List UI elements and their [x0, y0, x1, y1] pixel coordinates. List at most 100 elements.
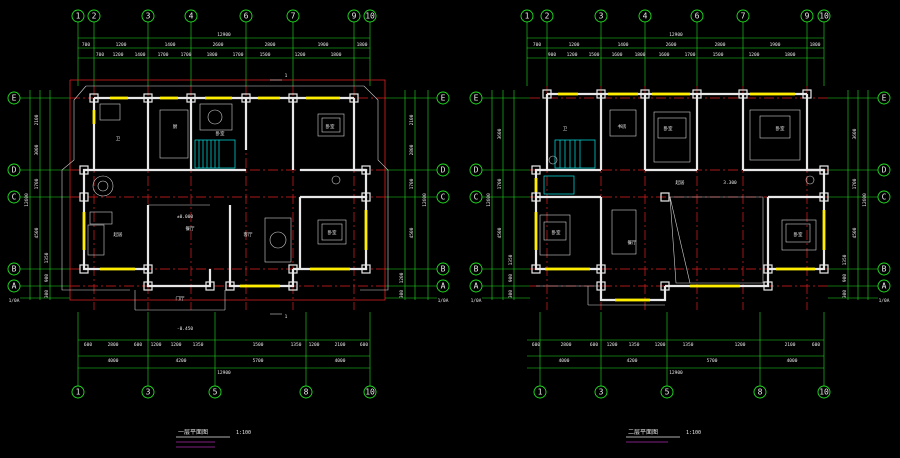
dim-label: 1200 — [569, 42, 580, 48]
room-label: 卫 — [563, 126, 568, 132]
dim-label: 4500 — [409, 227, 415, 238]
second-floor-stair — [543, 139, 596, 195]
second-floor-walls — [534, 92, 826, 306]
dim-label: 1200 — [151, 342, 162, 348]
dim-label: 900 — [508, 274, 514, 282]
first-floor-columns — [79, 93, 371, 291]
overall-width-label: 12900 — [217, 32, 231, 38]
grid-bubble: C — [12, 193, 17, 202]
dim-label: 1700 — [233, 52, 244, 58]
dim-label: 1500 — [253, 342, 264, 348]
grid-bubble: 10 — [819, 388, 829, 397]
room-label: 卧室 — [216, 130, 225, 137]
room-label: 卧室 — [328, 229, 337, 236]
grid-bubble: 2 — [92, 12, 97, 21]
second-floor-bottom-grid: 1 3 5 8 10 — [533, 385, 831, 399]
dim-label: 2100 — [335, 342, 346, 348]
dim-label: 1500 — [589, 52, 600, 58]
first-floor-roof-outline — [61, 79, 389, 301]
grid-bubble: 6 — [244, 12, 249, 21]
room-label: 厨 — [173, 124, 178, 130]
dim-label: 900 — [44, 274, 50, 282]
dim-label: 1600 — [612, 52, 623, 58]
grid-bubble: 3 — [146, 12, 151, 21]
dim-label: 5700 — [253, 358, 264, 364]
grid-bubble: 6 — [695, 12, 700, 21]
room-label: 门厅 — [176, 295, 185, 302]
dim-label: 1500 — [260, 52, 271, 58]
second-floor-top-grid: 1 2 3 4 6 7 9 10 — [520, 9, 831, 86]
first-floor-bottom-dimensions: 600 2800 600 1200 1200 1350 1500 1350 12… — [77, 312, 371, 386]
dim-label: 1200 — [113, 52, 124, 58]
grid-bubble: 4 — [643, 12, 648, 21]
dim-label: 5700 — [707, 358, 718, 364]
room-label: 餐厅 — [628, 239, 637, 246]
first-floor-top-grid: 1 2 3 4 6 7 9 10 — [71, 9, 377, 86]
grid-bubble: D — [441, 166, 446, 175]
grid-label-small: 1/0A — [438, 298, 449, 304]
second-floor-bottom-dimensions: 600 2800 600 1200 1350 1200 1350 1200 21… — [527, 312, 825, 386]
dim-label: 2800 — [409, 144, 415, 155]
grid-bubble: E — [882, 94, 887, 103]
plan-scale: 1:100 — [686, 430, 701, 436]
dim-label: 4200 — [627, 358, 638, 364]
first-floor-room-labels: 卫 厨 卧室 卧室 餐厅 客厅 卧室 起居 门厅 ±0.000 -0.450 1… — [114, 73, 337, 332]
dim-label: 600 — [360, 342, 368, 348]
dim-label: 1400 — [618, 42, 629, 48]
dim-label: 1800 — [207, 52, 218, 58]
dim-label: 1200 — [171, 342, 182, 348]
first-floor-furniture — [87, 103, 347, 263]
grid-bubble: B — [474, 265, 479, 274]
dim-label: 2800 — [265, 42, 276, 48]
dim-label: 1200 — [607, 342, 618, 348]
second-floor-void — [669, 196, 764, 284]
section-mark: 1 — [285, 73, 288, 79]
dim-label: 1800 — [357, 42, 368, 48]
dim-label: 4000 — [787, 358, 798, 364]
dim-label: 1700 — [34, 178, 40, 189]
dim-label: 1400 — [165, 42, 176, 48]
grid-label-small: 1/0A — [879, 298, 890, 304]
grid-bubble: 5 — [213, 388, 218, 397]
total-depth-label: 12600 — [862, 193, 868, 207]
dim-label: 1200 — [567, 52, 578, 58]
grid-bubble: 1 — [76, 388, 81, 397]
grid-bubble: B — [441, 265, 446, 274]
dim-label: 3600 — [852, 128, 858, 139]
dim-label: 2100 — [785, 342, 796, 348]
dim-label: 1200 — [399, 272, 405, 283]
dim-label: 1700 — [409, 178, 415, 189]
room-label: 卫 — [116, 136, 121, 142]
second-floor-title-block: 二层平面图 1:100 — [626, 429, 701, 443]
grid-bubble: 1 — [76, 12, 81, 21]
total-depth-label: 12600 — [486, 193, 492, 207]
dim-label: 1500 — [713, 52, 724, 58]
grid-bubble: D — [882, 166, 887, 175]
dim-label: 600 — [812, 342, 820, 348]
dim-label: 1800 — [810, 42, 821, 48]
dim-label: 1350 — [842, 254, 848, 265]
dim-label: 4000 — [108, 358, 119, 364]
first-floor-plan: 1 2 3 4 6 7 9 10 12900 700 1200 1400 260… — [7, 9, 450, 448]
grid-bubble: E — [474, 94, 479, 103]
dim-label: 1350 — [629, 342, 640, 348]
room-label: 卧室 — [664, 125, 673, 132]
dim-label: 600 — [84, 342, 92, 348]
dim-label: 1700 — [158, 52, 169, 58]
grid-bubble: E — [441, 94, 446, 103]
second-floor-windows — [534, 92, 826, 302]
dim-label: 2100 — [34, 114, 40, 125]
dim-label: 2600 — [666, 42, 677, 48]
dim-label: 1200 — [116, 42, 127, 48]
first-floor-top-dimensions: 12900 700 1200 1400 2600 2800 1900 1800 … — [78, 32, 370, 59]
dim-label: 900 — [548, 52, 556, 58]
grid-bubble: D — [474, 166, 479, 175]
dim-label: 1800 — [331, 52, 342, 58]
room-label: 客厅 — [244, 231, 253, 238]
dim-label: 600 — [134, 342, 142, 348]
plan-scale: 1:100 — [236, 430, 251, 436]
dim-label: 600 — [590, 342, 598, 348]
grid-bubble: 8 — [758, 388, 763, 397]
first-floor-side-grid: E D C B A 1/0A E D C B A 1/0A 12600 2100… — [7, 90, 450, 304]
grid-bubble: 10 — [365, 388, 375, 397]
